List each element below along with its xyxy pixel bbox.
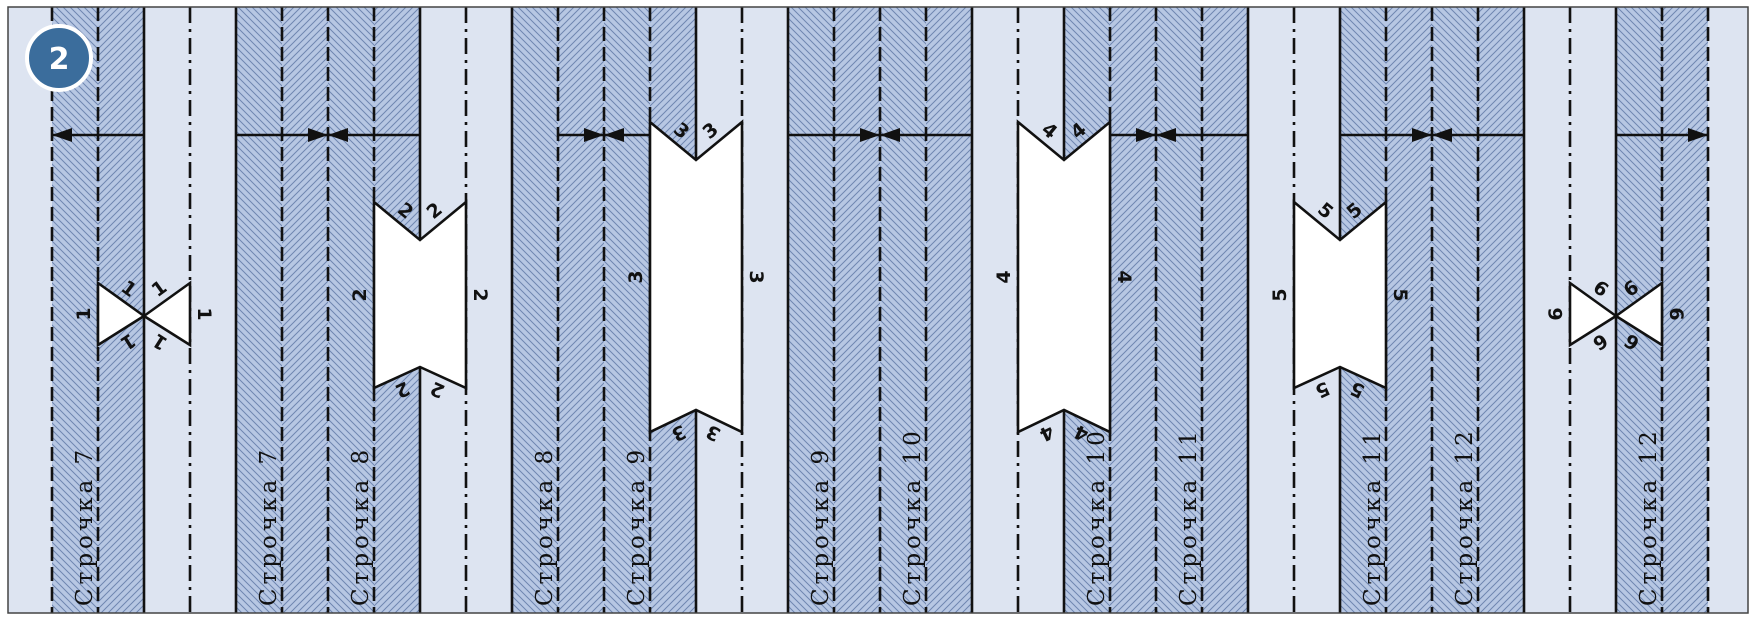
- hatch-section: [52, 7, 98, 613]
- stitch-label: Строчка 10: [900, 427, 926, 606]
- hatch-section: [1156, 7, 1202, 613]
- hatch-section: [558, 7, 604, 613]
- arrowhead-icon: [1156, 128, 1176, 142]
- figure-badge: 2: [25, 24, 93, 92]
- cutout-mark: 3: [745, 270, 767, 283]
- fold-arrows: [52, 128, 1708, 142]
- cutout-triangle: [1613, 280, 1664, 348]
- cutout-triangle: [96, 280, 147, 348]
- arrowhead-icon: [604, 128, 624, 142]
- stitch-label: Строчка 11: [1176, 427, 1202, 606]
- stitch-label: Строчка 12: [1636, 427, 1662, 606]
- hatch-section: [1432, 7, 1478, 613]
- stitch-label: Строчка 11: [1360, 427, 1386, 606]
- cutout-mark: 5: [1389, 288, 1411, 301]
- cutout-mark: 6: [1545, 307, 1567, 320]
- cutout-mark: 4: [993, 270, 1015, 283]
- cutout-notched: [1292, 199, 1388, 391]
- stitch-label: Строчка 8: [532, 446, 558, 606]
- cutout-mark: 4: [1113, 270, 1135, 283]
- hatch-section: [834, 7, 880, 613]
- hatch-section: [604, 7, 650, 613]
- cutout-notched: [1016, 119, 1112, 435]
- cutout-mark: 2: [469, 288, 491, 301]
- stitch-label: Строчка 7: [72, 446, 98, 606]
- stitch-label: Строчка 7: [256, 446, 282, 606]
- hatch-section: [236, 7, 282, 613]
- cutout-triangle: [141, 280, 192, 348]
- hatch-section: [512, 7, 558, 613]
- hatch-section: [1662, 7, 1708, 613]
- cutout-mark: 5: [1269, 288, 1291, 301]
- stitch-label: Строчка 8: [348, 446, 374, 606]
- hatch-section: [1386, 7, 1432, 613]
- stitch-label: Строчка 9: [624, 446, 650, 606]
- hatch-section: [788, 7, 834, 613]
- arrowhead-icon: [584, 128, 604, 142]
- stitch-labels: Строчка 7 Строчка 7 Строчка 8 Строчка 8 Стро…: [72, 427, 1662, 606]
- cutout-notched: [372, 199, 468, 391]
- arrowhead-icon: [1412, 128, 1432, 142]
- arrowhead-icon: [328, 128, 348, 142]
- hatch-section: [282, 7, 328, 613]
- diagram-frame: [7, 6, 1749, 614]
- badge-number: 2: [49, 42, 70, 77]
- hatch-section: [880, 7, 926, 613]
- cutout-mark: 1: [73, 307, 95, 320]
- cutout-mark: 2: [349, 288, 371, 301]
- stitch-label: Строчка 10: [1084, 427, 1110, 606]
- arrowhead-icon: [880, 128, 900, 142]
- cutout-notched: [648, 119, 744, 435]
- hatch-section: [1110, 7, 1156, 613]
- cutout-triangle: [1568, 280, 1619, 348]
- hatch-section: [1202, 7, 1248, 613]
- arrowhead-icon: [52, 128, 72, 142]
- arrowhead-icon: [860, 128, 880, 142]
- arrowhead-icon: [308, 128, 328, 142]
- hatch-section: [328, 7, 374, 613]
- stitch-label: Строчка 12: [1452, 427, 1478, 606]
- stitch-label: Строчка 9: [808, 446, 834, 606]
- hatch-section: [1478, 7, 1524, 613]
- arrowhead-icon: [1688, 128, 1708, 142]
- arrowhead-icon: [1136, 128, 1156, 142]
- cutouts: [96, 119, 1664, 435]
- cutout-mark: 1: [193, 307, 215, 320]
- hatch-section: [926, 7, 972, 613]
- arrowhead-icon: [1432, 128, 1452, 142]
- cutout-mark: 3: [625, 270, 647, 283]
- cutout-mark: 6: [1665, 307, 1687, 320]
